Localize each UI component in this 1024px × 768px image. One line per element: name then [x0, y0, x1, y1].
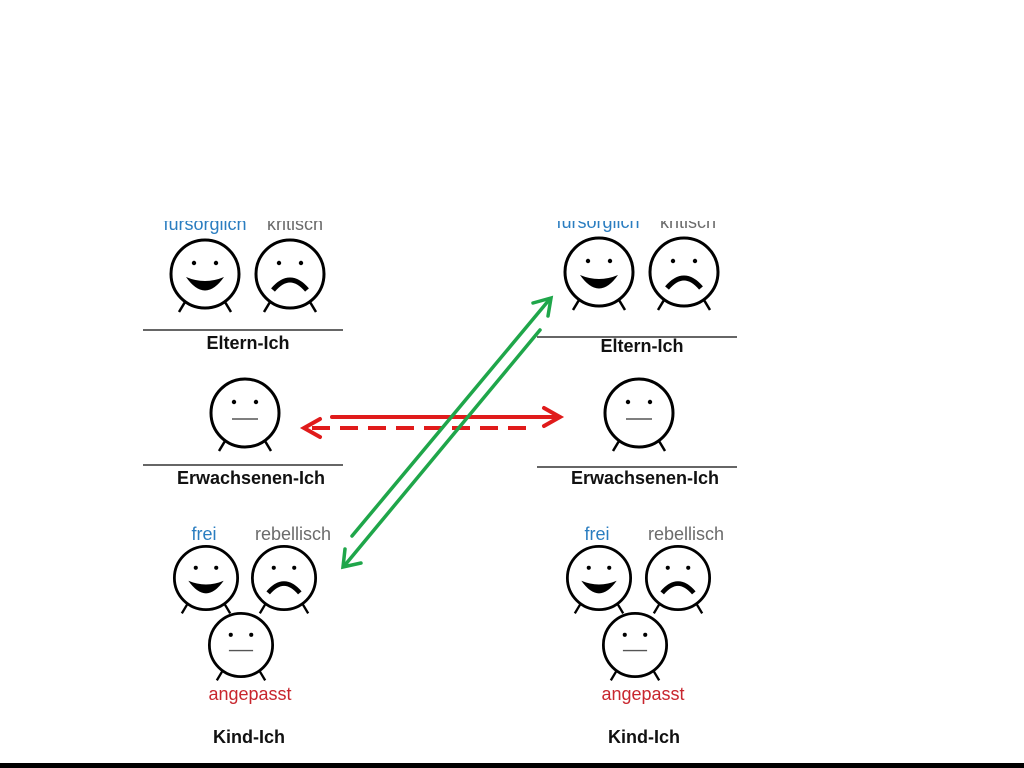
left-critical-label: kritisch: [267, 214, 323, 234]
red-dashed-arrow: [299, 417, 530, 439]
left-free-label: frei: [191, 524, 216, 544]
neutral-face-icon: [605, 379, 673, 451]
green-arrow-up: [350, 295, 554, 538]
happy-face-icon: [174, 546, 237, 613]
bottom-black-bar: [0, 763, 1024, 768]
right-ego-states: fürsorglich kritisch Eltern-Ich Erwachse…: [537, 212, 737, 747]
sad-face-icon: [650, 238, 718, 310]
left-rebellious-label: rebellisch: [255, 524, 331, 544]
neutral-face-icon: [209, 613, 272, 680]
sad-face-icon: [256, 240, 324, 312]
right-critical-label: kritisch: [660, 212, 716, 232]
left-child-label: Kind-Ich: [213, 727, 285, 747]
happy-face-icon: [567, 546, 630, 613]
left-ego-states: fürsorglich kritisch Eltern-Ich Erwachse…: [143, 214, 343, 747]
neutral-face-icon: [211, 379, 279, 451]
right-adult-label: Erwachsenen-Ich: [571, 468, 719, 488]
right-nurturing-label: fürsorglich: [556, 212, 639, 232]
neutral-face-icon: [603, 613, 666, 680]
right-child-label: Kind-Ich: [608, 727, 680, 747]
sad-face-icon: [252, 546, 315, 613]
happy-face-icon: [171, 240, 239, 312]
right-free-label: frei: [584, 524, 609, 544]
sad-face-icon: [646, 546, 709, 613]
left-parent-label: Eltern-Ich: [206, 333, 289, 353]
green-arrow-down: [340, 328, 542, 570]
red-solid-arrow: [330, 406, 565, 428]
left-adult-label: Erwachsenen-Ich: [177, 468, 325, 488]
left-nurturing-label: fürsorglich: [163, 214, 246, 234]
happy-face-icon: [565, 238, 633, 310]
right-adapted-label: angepasst: [601, 684, 684, 704]
right-parent-label: Eltern-Ich: [600, 336, 683, 356]
left-adapted-label: angepasst: [208, 684, 291, 704]
right-rebellious-label: rebellisch: [648, 524, 724, 544]
